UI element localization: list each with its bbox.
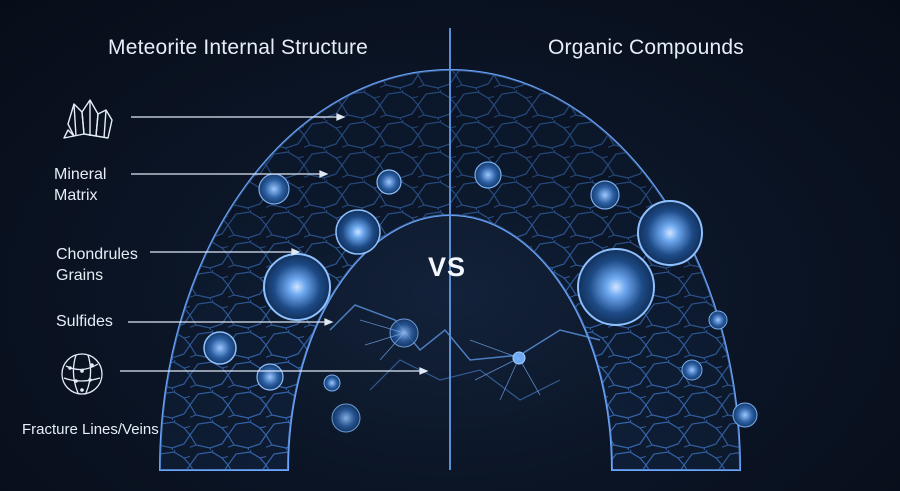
vs-label: VS [428, 252, 467, 282]
organic-globule [708, 310, 728, 330]
crystal-cluster-icon [63, 99, 113, 139]
chondrule-grain [263, 253, 331, 321]
mineral-matrix-label: Mineral Matrix [54, 164, 106, 206]
right-title: Organic Compounds [548, 36, 744, 59]
mineral-grain [376, 169, 402, 195]
sulfide-grain [203, 331, 237, 365]
globe-network-icon [61, 353, 103, 395]
organic-globule [732, 402, 758, 428]
mineral-label-line1: Mineral [54, 166, 107, 183]
left-title: Meteorite Internal Structure [108, 36, 369, 59]
organic-globule [590, 180, 620, 210]
organic-globule [637, 200, 703, 266]
chondrules-label: Chondrules Grains [56, 244, 138, 286]
organic-globule [577, 248, 655, 326]
chondrules-label-line2: Grains [56, 267, 104, 284]
mineral-grain [258, 173, 290, 205]
sulfide-grain [323, 374, 341, 392]
sulfide-grain [331, 403, 361, 433]
organic-globule [474, 161, 502, 189]
sulfides-label: Sulfides [56, 313, 113, 330]
fracture-label: Fracture Lines/Veins [22, 421, 159, 438]
mineral-label-line2: Matrix [54, 187, 98, 204]
organic-globule [681, 359, 703, 381]
chondrule-grain [335, 209, 381, 255]
sulfide-grain [256, 363, 284, 391]
chondrules-label-line1: Chondrules [56, 246, 138, 263]
